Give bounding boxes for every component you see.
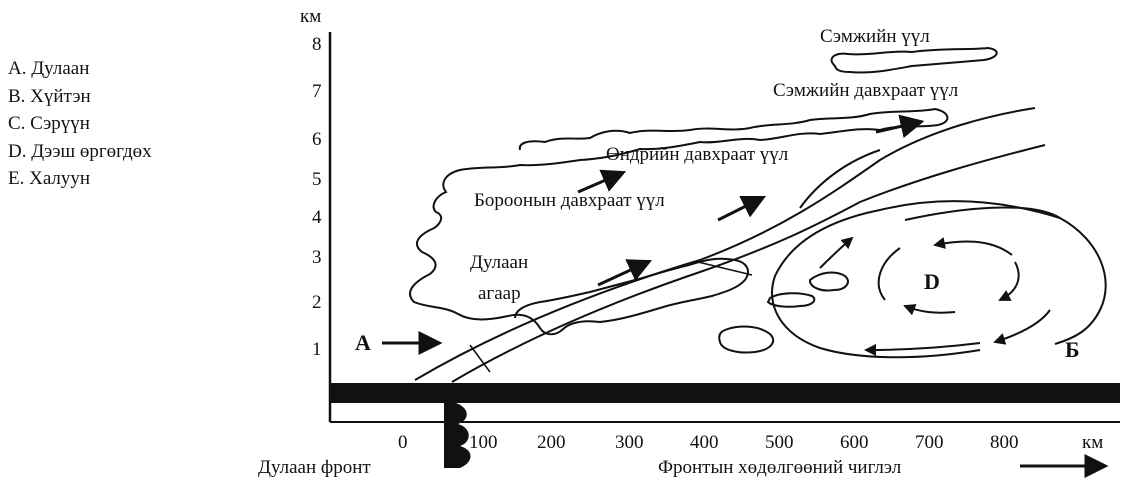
front-tick-1 bbox=[469, 344, 491, 373]
rotation-left-arc bbox=[877, 247, 901, 301]
x-tick-200: 200 bbox=[537, 432, 566, 453]
rotation-right-arrow bbox=[998, 261, 1020, 301]
x-tick-400: 400 bbox=[690, 432, 719, 453]
circulation-right-arc bbox=[904, 206, 1107, 345]
cloud-blob-2 bbox=[766, 292, 816, 308]
label-b: Б bbox=[1065, 337, 1080, 362]
answer-options: A. Дулаан B. Хүйтэн C. Сэрүүн D. Дээш өр… bbox=[8, 55, 152, 193]
x-tick-300: 300 bbox=[615, 432, 644, 453]
frontal-surface-lower bbox=[451, 144, 1046, 383]
x-tick-500: 500 bbox=[765, 432, 794, 453]
cloud-blob-1 bbox=[718, 325, 775, 354]
x-tick-0: 0 bbox=[398, 432, 408, 453]
x-axis-unit: км bbox=[1082, 432, 1103, 453]
y-tick-2: 2 bbox=[312, 292, 322, 313]
option-d: D. Дээш өргөгдөх bbox=[8, 140, 152, 162]
front-tick-2 bbox=[697, 261, 753, 276]
cirrus-label: Сэмжийн үүл bbox=[820, 26, 930, 47]
y-tick-7: 7 bbox=[312, 81, 322, 102]
y-tick-3: 3 bbox=[312, 247, 322, 268]
warm-front-symbol bbox=[444, 403, 471, 468]
altostratus-label: Өндрийн давхраат үүл bbox=[606, 144, 789, 165]
y-tick-5: 5 bbox=[312, 169, 322, 190]
circulation-up-arrow bbox=[819, 236, 854, 269]
y-tick-4: 4 bbox=[312, 207, 322, 228]
ground-surface bbox=[330, 383, 1120, 403]
frontal-surface-upper-right bbox=[799, 149, 881, 209]
x-tick-labels: 0 100 200 300 400 500 600 700 800 км bbox=[398, 432, 1103, 453]
circulation-loop bbox=[771, 200, 1061, 359]
label-d: D bbox=[924, 269, 940, 294]
flow-arrow-2 bbox=[717, 195, 767, 222]
option-b: B. Хүйтэн bbox=[8, 85, 91, 107]
option-c: C. Сэрүүн bbox=[8, 113, 90, 135]
front-direction-label: Фронтын хөдөлгөөний чиглэл bbox=[658, 457, 902, 478]
warm-air-label-line1: Дулаан bbox=[470, 252, 528, 273]
x-tick-800: 800 bbox=[990, 432, 1019, 453]
flow-arrow-4 bbox=[875, 114, 925, 139]
y-tick-8: 8 bbox=[312, 34, 322, 55]
option-e: E. Халуун bbox=[8, 168, 91, 190]
x-tick-100: 100 bbox=[469, 432, 498, 453]
cloud-blob-3 bbox=[809, 271, 849, 292]
cirrus-cloud bbox=[830, 46, 998, 74]
circulation-return-arrow bbox=[864, 342, 981, 356]
y-tick-labels: 8 7 6 5 4 3 2 1 bbox=[312, 34, 322, 360]
y-axis-unit: км bbox=[300, 6, 321, 27]
rotation-bottom-arrow bbox=[903, 304, 956, 316]
y-tick-1: 1 bbox=[312, 339, 322, 360]
frontal-surface-upper bbox=[414, 107, 1036, 381]
y-tick-6: 6 bbox=[312, 129, 322, 150]
rotation-top-arc bbox=[933, 237, 1013, 256]
cirrostratus-label: Сэмжийн давхраат үүл bbox=[773, 80, 959, 101]
label-a: A bbox=[355, 330, 371, 355]
x-tick-700: 700 bbox=[915, 432, 944, 453]
warm-air-label-line2: агаар bbox=[478, 283, 521, 304]
nimbostratus-label: Бороонын давхраат үүл bbox=[474, 190, 665, 211]
warm-front-label: Дулаан фронт bbox=[258, 457, 371, 478]
option-a: A. Дулаан bbox=[8, 58, 90, 79]
flow-arrow-3 bbox=[577, 169, 627, 194]
rotation-lower-right-arrow bbox=[993, 309, 1051, 345]
x-tick-600: 600 bbox=[840, 432, 869, 453]
cloud-mass bbox=[409, 107, 949, 336]
flow-arrow-1 bbox=[597, 259, 653, 287]
